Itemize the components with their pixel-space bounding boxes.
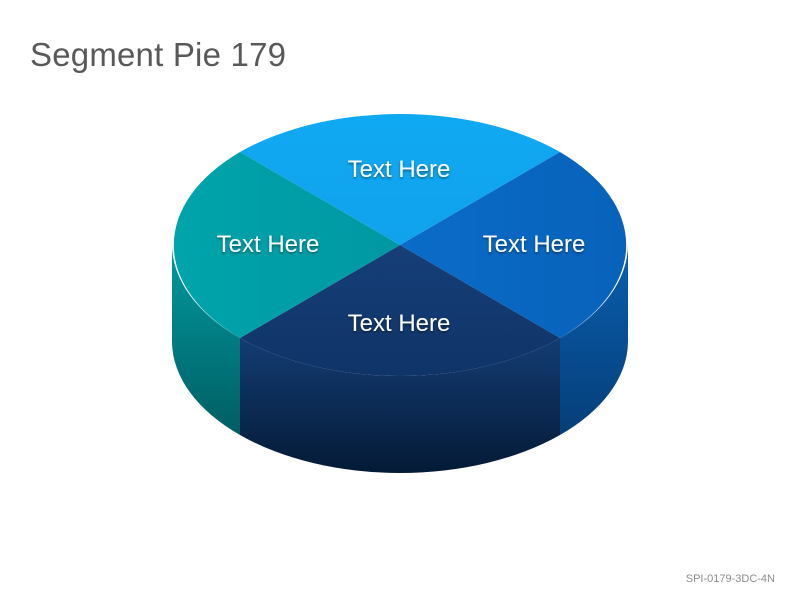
segment-label-bottom: Text Here <box>348 310 451 337</box>
pie-side-front <box>240 338 560 473</box>
segment-label-right: Text Here <box>483 231 586 258</box>
pie-segment-right <box>400 152 627 338</box>
page-title: Segment Pie 179 <box>30 36 287 73</box>
pie-side-right <box>560 245 628 435</box>
slide-code: SPI-0179-3DC-4N <box>685 573 775 585</box>
segment-label-left: Text Here <box>217 231 320 258</box>
segment-label-top: Text Here <box>348 156 451 183</box>
pie-segment-bottom <box>240 245 560 376</box>
pie-side-left <box>172 245 240 435</box>
pie-segment-left <box>173 152 400 338</box>
pie-segment-top <box>240 114 560 246</box>
